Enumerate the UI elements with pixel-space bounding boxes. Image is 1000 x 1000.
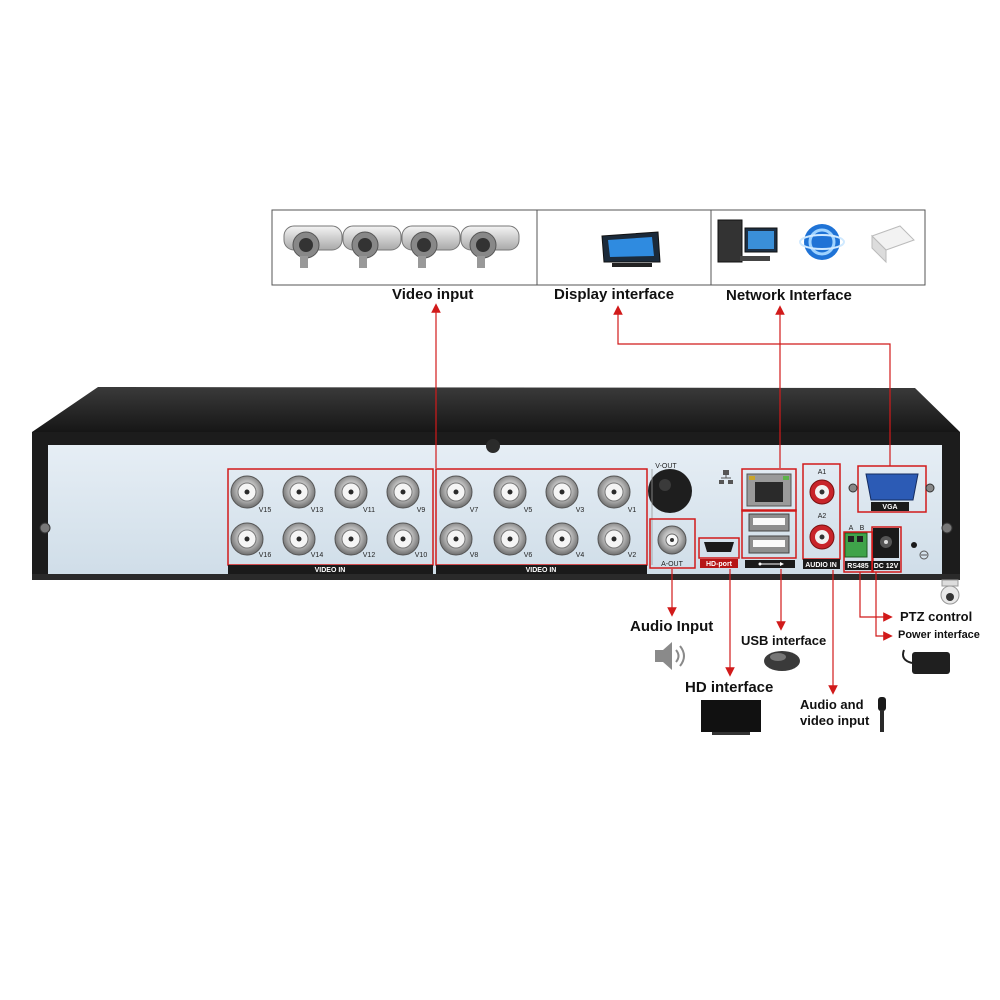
callout-lines [431, 303, 893, 695]
bnc-connector[interactable] [386, 522, 420, 556]
bnc-channel-label: V6 [524, 552, 533, 559]
bnc-channel-label: V13 [311, 507, 324, 514]
display-interface-label: Display interface [554, 286, 675, 303]
camera-icon-4 [460, 225, 520, 268]
power-adapter-icon [902, 649, 950, 674]
mouse-icon [764, 651, 800, 671]
dc12v-port[interactable] [873, 528, 899, 558]
bnc-channel-label: V16 [259, 552, 272, 559]
v-out-port[interactable] [648, 469, 692, 513]
video-in-right-bar [436, 565, 647, 574]
bnc-channel-label: V11 [363, 507, 375, 514]
audio-in-a2-port[interactable] [809, 524, 835, 550]
bnc-connector[interactable] [334, 475, 368, 509]
bnc-channel-label: V1 [628, 507, 637, 514]
bnc-connector[interactable] [597, 475, 631, 509]
camera-icon-1 [283, 225, 343, 268]
bnc-channel-label: V4 [576, 552, 585, 559]
audio-in-a1-port[interactable] [809, 479, 835, 505]
audio-input-label: Audio Input [630, 618, 714, 635]
video-in-right-label: VIDEO IN [526, 567, 557, 574]
v-out-label: V-OUT [655, 463, 677, 470]
monitor-icon [601, 231, 661, 267]
a-out-port[interactable] [657, 525, 687, 555]
bnc-connector[interactable] [493, 522, 527, 556]
bnc-channel-label: V10 [415, 552, 428, 559]
lan-port[interactable] [741, 468, 797, 512]
bnc-connector[interactable] [230, 522, 264, 556]
dc12v-label: DC 12V [874, 563, 899, 570]
bnc-channel-label: V12 [363, 552, 376, 559]
camera-icon-2 [342, 225, 402, 268]
rs485-port[interactable] [844, 532, 868, 558]
bnc-channel-label: V3 [576, 507, 585, 514]
video-input-label: Video input [392, 286, 474, 303]
bnc-connector[interactable] [493, 475, 527, 509]
bnc-connector[interactable] [439, 522, 473, 556]
usb-symbol-icon [758, 562, 784, 566]
ptz-control-label: PTZ control [900, 609, 973, 624]
router-icon [871, 225, 915, 264]
bnc-channel-label: V5 [524, 507, 533, 514]
audio-in-label: AUDIO IN [805, 562, 837, 569]
bnc-connector[interactable] [386, 475, 420, 509]
video-in-left-label: VIDEO IN [315, 567, 346, 574]
ptz-camera-icon [940, 579, 960, 605]
tv-icon [701, 700, 761, 735]
microphone-icon [878, 697, 886, 732]
video-in-left-bar [228, 565, 433, 574]
hd-port-label: HD-port [706, 561, 733, 568]
rs485-label: RS485 [847, 563, 869, 570]
reset-dot [911, 542, 917, 548]
vga-port[interactable] [848, 465, 935, 513]
desktop-pc-icon [717, 219, 778, 263]
a1-label: A1 [818, 469, 827, 476]
bnc-connector[interactable] [282, 475, 316, 509]
audio-video-input-label-2: video input [800, 713, 870, 728]
bnc-connector[interactable] [334, 522, 368, 556]
power-interface-label: Power interface [898, 629, 980, 641]
bnc-connector[interactable] [282, 522, 316, 556]
bnc-connector[interactable] [439, 475, 473, 509]
speaker-icon [655, 642, 685, 670]
a-out-box [649, 518, 696, 569]
ground-symbol-icon [919, 550, 929, 560]
bnc-channel-label: V15 [259, 507, 272, 514]
a2-label: A2 [818, 513, 827, 520]
bnc-channel-label: V2 [628, 552, 637, 559]
network-interface-label: Network Interface [726, 287, 852, 304]
bnc-connector[interactable] [545, 475, 579, 509]
bnc-channel-label: V8 [470, 552, 479, 559]
bnc-channel-label: V7 [470, 507, 479, 514]
globe-icon [799, 224, 845, 260]
bnc-connector[interactable] [230, 475, 264, 509]
rs485-a-label: A [849, 525, 854, 532]
camera-icon-3 [401, 225, 461, 268]
bnc-channel-label: V14 [311, 552, 324, 559]
network-symbol-icon [719, 470, 733, 484]
hd-port[interactable] [698, 537, 740, 568]
bnc-connector[interactable] [597, 522, 631, 556]
vga-label: VGA [882, 504, 897, 511]
a-out-label: A-OUT [661, 561, 684, 568]
top-device-panel [271, 209, 926, 286]
audio-video-input-label-1: Audio and [800, 697, 864, 712]
bnc-connector[interactable] [545, 522, 579, 556]
usb-interface-label: USB interface [741, 633, 827, 648]
bnc-channel-label: V9 [417, 507, 426, 514]
hd-interface-label: HD interface [685, 679, 774, 696]
rs485-b-label: B [860, 525, 865, 532]
